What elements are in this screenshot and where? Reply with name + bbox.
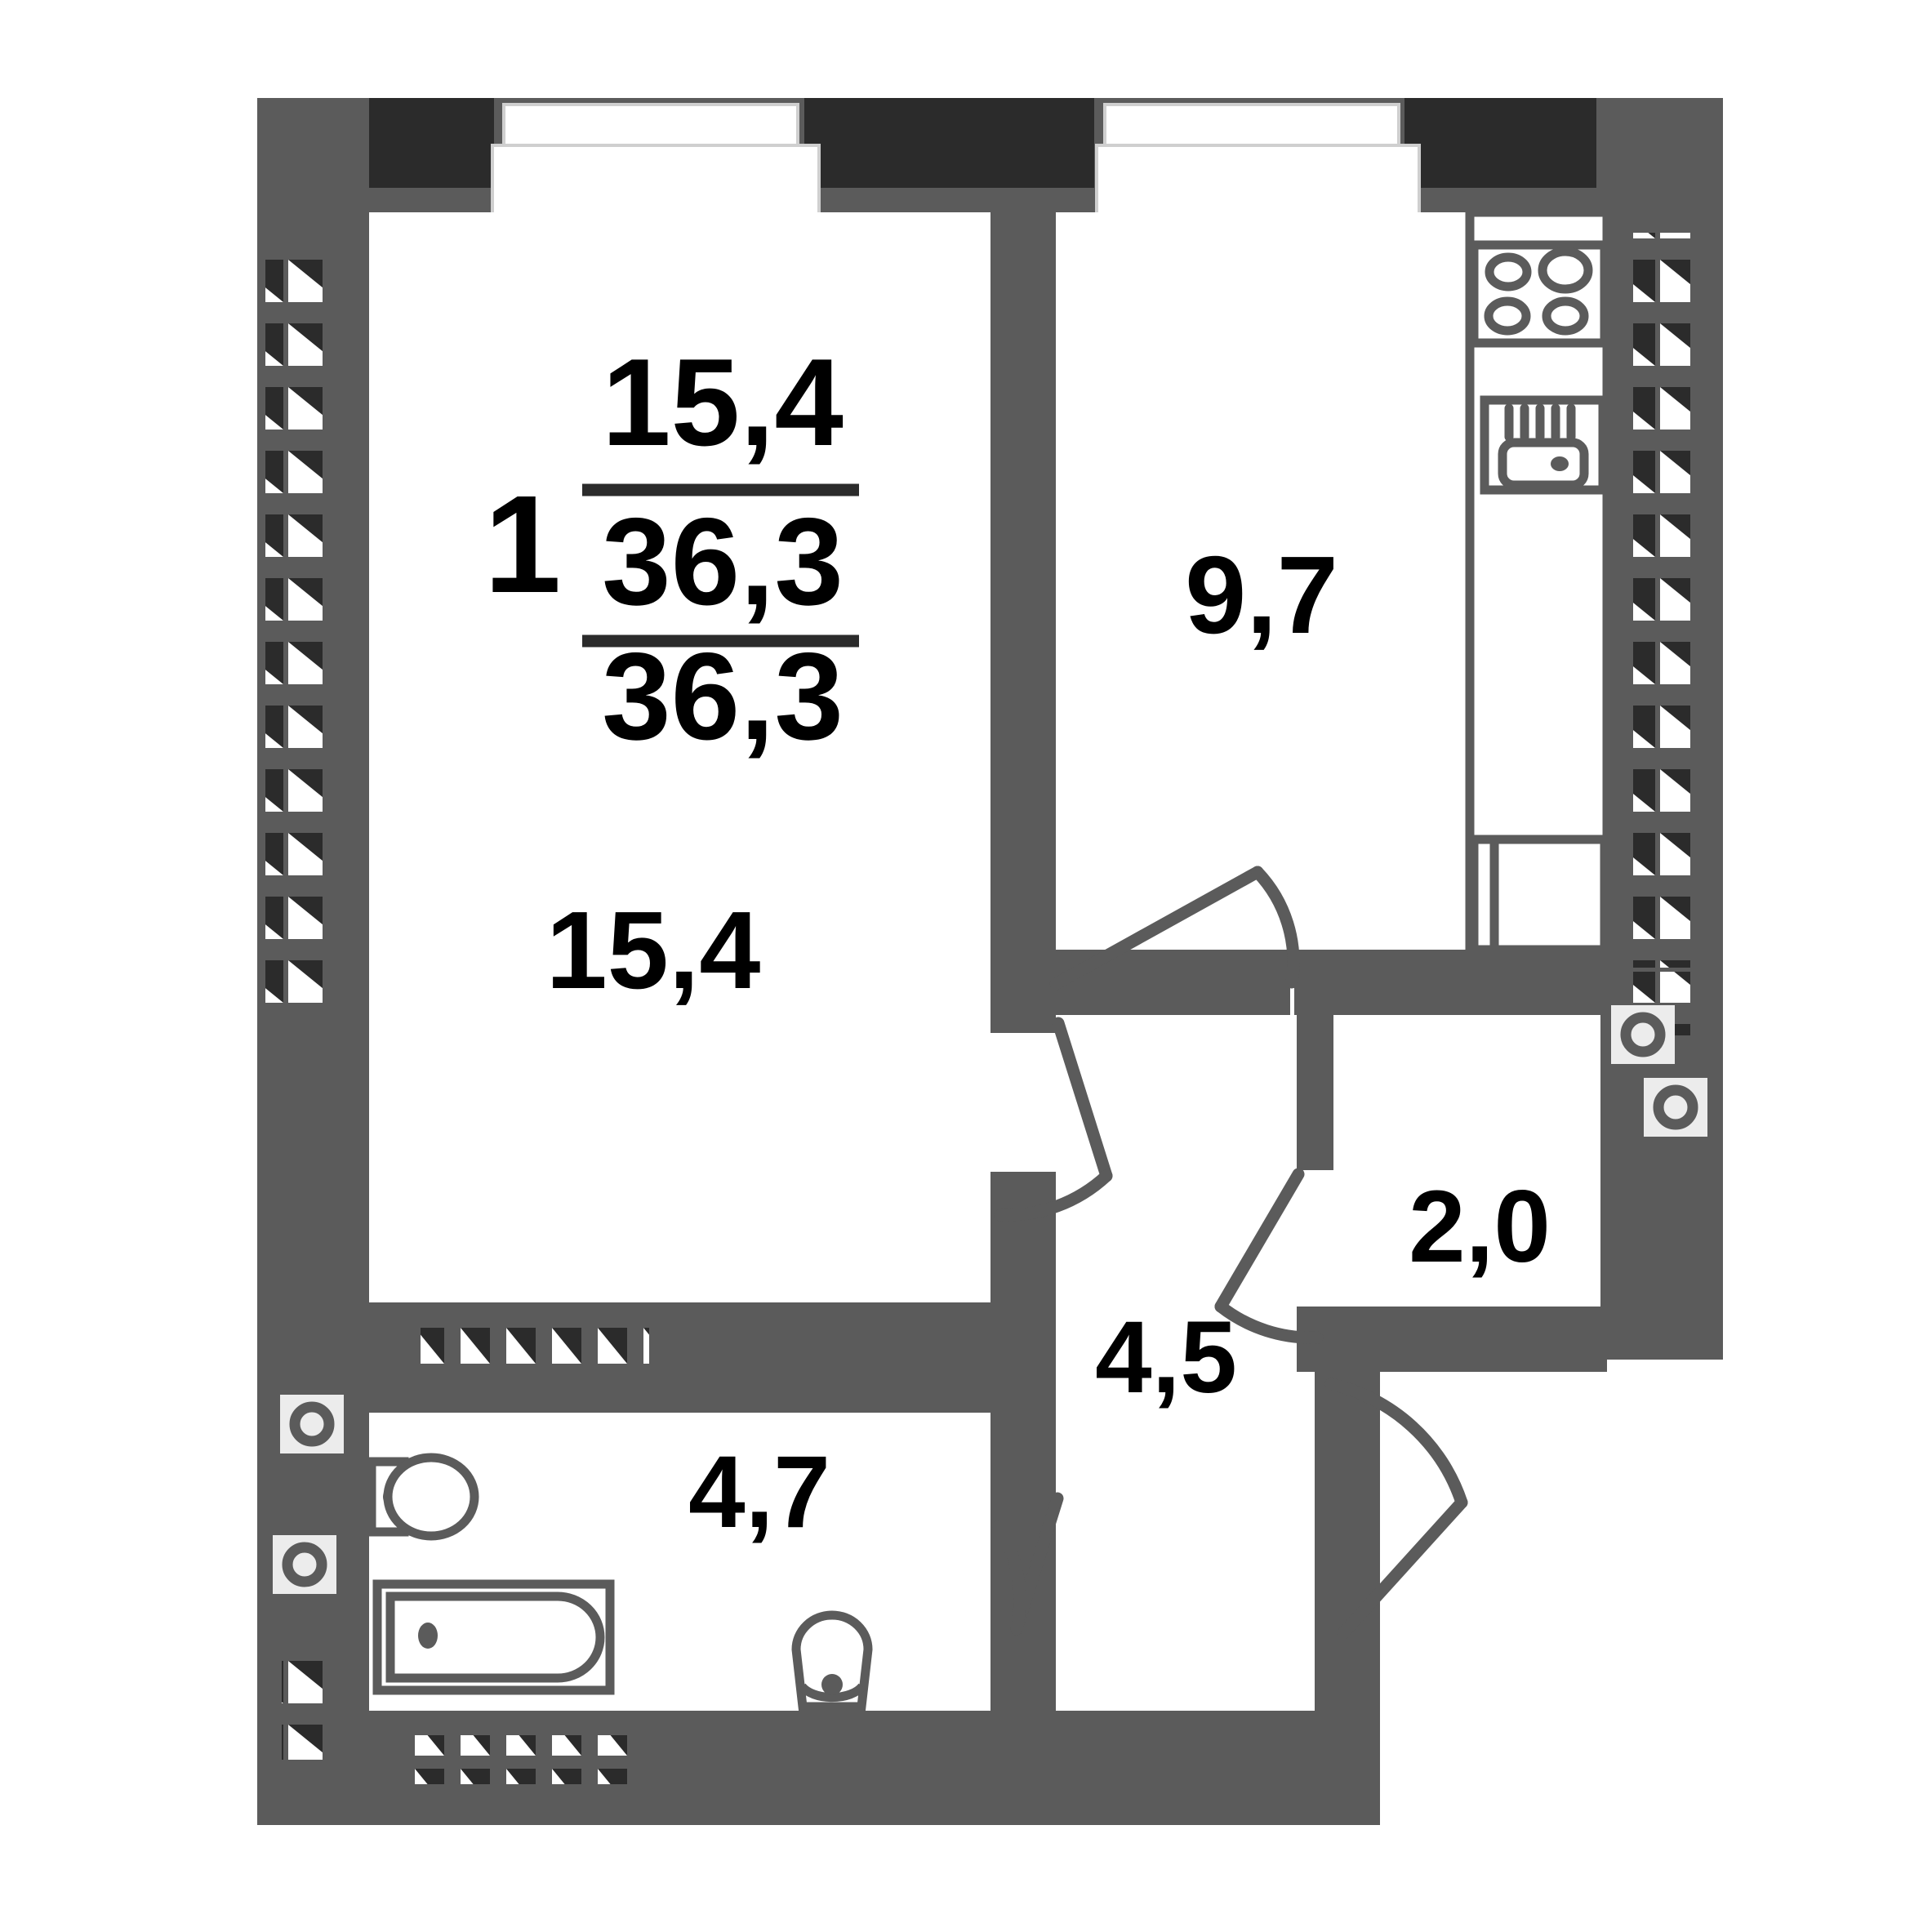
- kitchen-counter: [1465, 207, 1612, 955]
- toilet: [367, 1453, 479, 1541]
- riser-boxes: [273, 1005, 1707, 1594]
- hatch-left-wall-2: [265, 241, 323, 1004]
- kitchen-sink: [1480, 395, 1608, 495]
- doors: [992, 866, 1468, 1640]
- summary-total-area: 36,3: [602, 492, 844, 631]
- bathroom-fixtures: [367, 1453, 873, 1712]
- door-storage: [1214, 1168, 1324, 1344]
- wall-pier-2: [804, 98, 1094, 188]
- refrigerator: [1469, 835, 1609, 955]
- label-hall: 4,5: [1095, 1301, 1237, 1414]
- door-kitchen: [1049, 866, 1300, 990]
- labels: 1 15,4 36,3 36,3 15,4 9,7 2,0 4,5 4,7: [484, 333, 1551, 1549]
- summary-living-area: 15,4: [602, 333, 844, 472]
- door-living-room: [994, 1017, 1113, 1222]
- rooms-count-label: 1: [484, 467, 562, 622]
- label-living-room: 15,4: [546, 888, 761, 1012]
- washbasin: [791, 1610, 873, 1712]
- window-sash-lower-left: [491, 144, 821, 225]
- window-sash-lower-right: [1095, 144, 1421, 225]
- label-bathroom: 4,7: [688, 1436, 830, 1549]
- hatch-left-wall-lower-2: [282, 1654, 323, 1760]
- stove-4-burner: [1469, 240, 1609, 348]
- bathtub: [372, 1579, 615, 1695]
- door-bathroom: [992, 1492, 1064, 1636]
- floor-living-room: [369, 212, 990, 1302]
- riser-bath-lower: [273, 1535, 336, 1594]
- label-kitchen: 9,7: [1185, 533, 1338, 657]
- door-entry: [1324, 1378, 1468, 1640]
- riser-right-upper: [1611, 1005, 1675, 1064]
- riser-right-lower: [1644, 1078, 1707, 1137]
- hatch-bottom-wall-2: [400, 1735, 629, 1784]
- floor-storage: [1333, 1015, 1607, 1307]
- hatch-right-wall-2: [1633, 233, 1690, 968]
- summary-total-area-repeat: 36,3: [602, 627, 844, 766]
- riser-bath-upper: [280, 1395, 344, 1453]
- wall-hall-left-lower: [990, 1662, 1056, 1715]
- floor-hall-lower: [1056, 1413, 1315, 1715]
- label-storage: 2,0: [1409, 1170, 1551, 1284]
- hatch-mid-wall-2: [421, 1327, 649, 1376]
- wall-pier-3: [1404, 98, 1596, 188]
